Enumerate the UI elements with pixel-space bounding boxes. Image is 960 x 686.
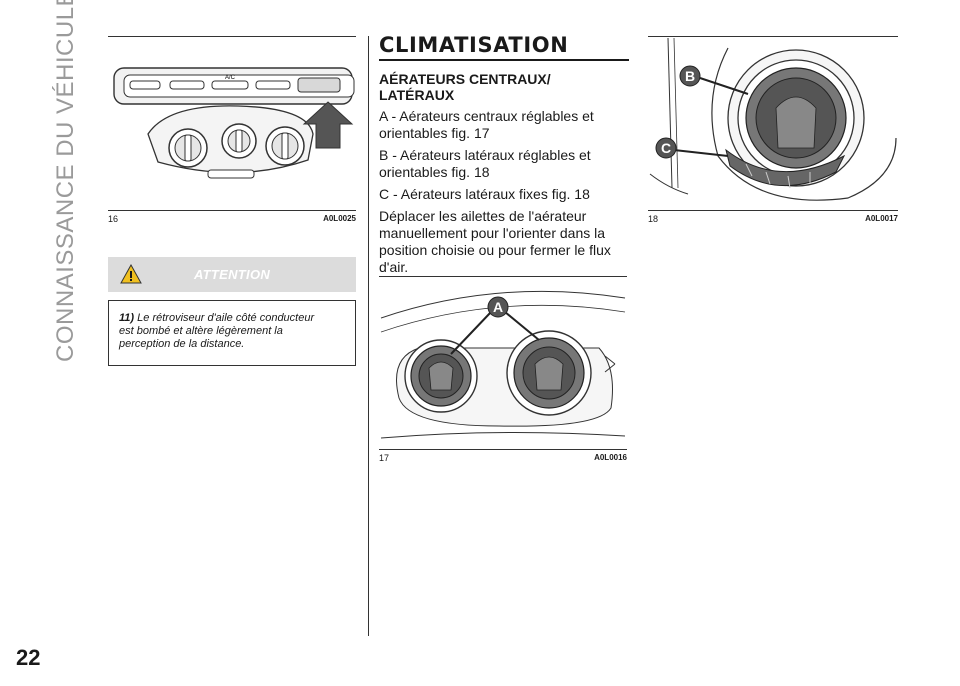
figure-code: A0L0025 — [323, 214, 356, 223]
callout-a: A — [493, 299, 503, 315]
figure-18-illustration: B C — [649, 38, 897, 201]
paragraph-line: orientables fig. 17 — [379, 125, 490, 141]
attention-line-2: est bombé et altère légèrement la — [119, 325, 283, 337]
figure-number: 17 — [379, 453, 390, 463]
paragraph-a: A - Aérateurs centraux réglables et orie… — [379, 108, 629, 142]
paragraph-line: orientables fig. 18 — [379, 164, 490, 180]
figure-16-illustration: A/C — [113, 67, 355, 179]
subtitle-line-1: AÉRATEURS CENTRAUX/ — [379, 71, 551, 87]
callout-c: C — [661, 140, 671, 156]
figure-17-illustration: A — [380, 290, 626, 439]
figure-code: A0L0017 — [865, 214, 898, 223]
figure-caption: 18 A0L0017 — [648, 210, 898, 224]
figure-code: A0L0016 — [594, 453, 627, 462]
attention-title: ATTENTION — [193, 267, 271, 282]
figure-top-rule — [648, 36, 898, 37]
side-section-title: CONNAISSANCE DU VÉHICULE — [52, 0, 79, 362]
ac-label: A/C — [225, 75, 236, 81]
section-title: CLIMATISATION — [379, 30, 629, 61]
figure-top-rule — [379, 276, 627, 277]
paragraph-c: C - Aérateurs latéraux fixes fig. 18 — [379, 186, 629, 203]
attention-line-1: Le rétroviseur d'aile côté conducteur — [137, 312, 315, 324]
attention-header: ATTENTION — [108, 257, 356, 292]
arrow-up-icon — [302, 101, 354, 149]
figure-number: 16 — [108, 214, 119, 224]
paragraph-instructions: Déplacer les ailettes de l'aérateur manu… — [379, 208, 629, 276]
paragraph-line: d'air. — [379, 259, 409, 275]
paragraph-line: B - Aérateurs latéraux réglables et — [379, 147, 591, 163]
paragraph-line: C - Aérateurs latéraux fixes fig. 18 — [379, 186, 590, 202]
figure-caption: 17 A0L0016 — [379, 449, 627, 463]
attention-text: 11) Le rétroviseur d'aile côté conducteu… — [119, 312, 349, 351]
figure-18: B C 18 A0L0017 — [648, 36, 898, 236]
attention-line-3: perception de la distance. — [119, 338, 245, 350]
attention-ref: 11) — [119, 312, 135, 324]
paragraph-line: A - Aérateurs centraux réglables et — [379, 108, 594, 124]
paragraph-b: B - Aérateurs latéraux réglables et orie… — [379, 147, 629, 181]
column-divider — [368, 36, 369, 636]
figure-17: A 17 A0L0016 — [379, 276, 627, 466]
subtitle-line-2: LATÉRAUX — [379, 87, 455, 103]
attention-box: 11) Le rétroviseur d'aile côté conducteu… — [108, 300, 356, 366]
figure-caption: 16 A0L0025 — [108, 210, 356, 224]
figure-top-rule — [108, 36, 356, 37]
callout-b: B — [685, 68, 695, 84]
figure-number: 18 — [648, 214, 659, 224]
section-subtitle: AÉRATEURS CENTRAUX/ LATÉRAUX — [379, 71, 629, 103]
paragraph-line: Déplacer les ailettes de l'aérateur — [379, 208, 587, 224]
paragraph-line: manuellement pour l'orienter dans la — [379, 225, 606, 241]
figure-16: A/C 16 A0L0025 — [108, 36, 356, 236]
warning-icon — [120, 264, 142, 284]
page-number: 22 — [16, 645, 41, 670]
climatisation-section: CLIMATISATION AÉRATEURS CENTRAUX/ LATÉRA… — [379, 30, 629, 276]
paragraph-line: position choisie ou pour fermer le flux — [379, 242, 611, 258]
